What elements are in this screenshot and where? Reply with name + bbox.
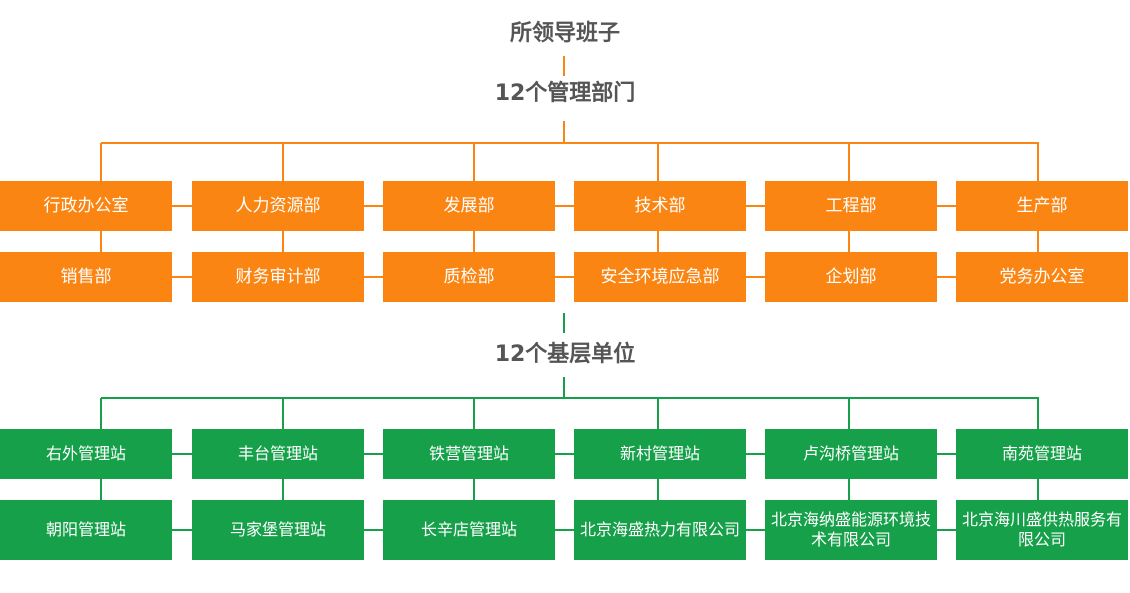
unit-box[interactable]: 卢沟桥管理站 <box>765 429 937 479</box>
unit-link-line <box>1037 479 1039 500</box>
unit-box[interactable]: 新村管理站 <box>574 429 746 479</box>
dept-link-line <box>1037 231 1039 252</box>
dept-box[interactable]: 人力资源部 <box>192 181 364 231</box>
dept-link-line <box>282 231 284 252</box>
unit-side-connector <box>555 529 574 531</box>
dept-link-line <box>848 231 850 252</box>
dept-side-connector <box>172 205 192 207</box>
leadership-title: 所领导班子 <box>509 21 620 46</box>
unit-drop-line <box>1037 398 1039 429</box>
unit-side-connector <box>937 453 956 455</box>
unit-side-connector <box>937 529 956 531</box>
departments-title: 12个管理部门 <box>494 81 636 106</box>
dept-side-connector <box>746 205 765 207</box>
dept-box[interactable]: 安全环境应急部 <box>574 252 746 302</box>
connector-departments-trunk <box>563 121 565 143</box>
unit-box[interactable]: 南苑管理站 <box>956 429 1128 479</box>
dept-box[interactable]: 质检部 <box>383 252 555 302</box>
unit-drop-line <box>848 398 850 429</box>
departments-bus-line <box>101 142 1039 144</box>
dept-side-connector <box>555 205 574 207</box>
dept-drop-line <box>848 143 850 181</box>
dept-side-connector <box>172 276 192 278</box>
connector-units-trunk <box>563 377 565 398</box>
dept-box[interactable]: 党务办公室 <box>956 252 1128 302</box>
unit-link-line <box>100 479 102 500</box>
unit-box[interactable]: 右外管理站 <box>0 429 172 479</box>
unit-drop-line <box>282 398 284 429</box>
unit-side-connector <box>364 453 383 455</box>
unit-side-connector <box>364 529 383 531</box>
unit-side-connector <box>746 529 765 531</box>
dept-side-connector <box>364 276 383 278</box>
dept-link-line <box>473 231 475 252</box>
dept-box[interactable]: 销售部 <box>0 252 172 302</box>
unit-drop-line <box>657 398 659 429</box>
dept-box[interactable]: 企划部 <box>765 252 937 302</box>
unit-box[interactable]: 铁营管理站 <box>383 429 555 479</box>
dept-box[interactable]: 财务审计部 <box>192 252 364 302</box>
dept-drop-line <box>100 143 102 181</box>
unit-side-connector <box>746 453 765 455</box>
connector-departments-to-units <box>563 313 565 333</box>
dept-link-line <box>657 231 659 252</box>
dept-drop-line <box>282 143 284 181</box>
dept-box[interactable]: 生产部 <box>956 181 1128 231</box>
unit-side-connector <box>172 529 192 531</box>
dept-box[interactable]: 行政办公室 <box>0 181 172 231</box>
unit-box[interactable]: 朝阳管理站 <box>0 500 172 560</box>
dept-drop-line <box>657 143 659 181</box>
dept-box[interactable]: 发展部 <box>383 181 555 231</box>
unit-side-connector <box>172 453 192 455</box>
dept-side-connector <box>937 276 956 278</box>
unit-box[interactable]: 北京海川盛供热服务有限公司 <box>956 500 1128 560</box>
unit-link-line <box>657 479 659 500</box>
dept-link-line <box>100 231 102 252</box>
units-bus-line <box>101 397 1039 399</box>
unit-box[interactable]: 北京海盛热力有限公司 <box>574 500 746 560</box>
unit-link-line <box>282 479 284 500</box>
unit-link-line <box>848 479 850 500</box>
dept-drop-line <box>1037 143 1039 181</box>
unit-box[interactable]: 马家堡管理站 <box>192 500 364 560</box>
dept-drop-line <box>473 143 475 181</box>
unit-side-connector <box>555 453 574 455</box>
unit-drop-line <box>473 398 475 429</box>
dept-box[interactable]: 技术部 <box>574 181 746 231</box>
unit-box[interactable]: 长辛店管理站 <box>383 500 555 560</box>
unit-box[interactable]: 丰台管理站 <box>192 429 364 479</box>
unit-box[interactable]: 北京海纳盛能源环境技术有限公司 <box>765 500 937 560</box>
dept-side-connector <box>937 205 956 207</box>
dept-side-connector <box>555 276 574 278</box>
units-title: 12个基层单位 <box>494 342 636 367</box>
dept-side-connector <box>746 276 765 278</box>
dept-side-connector <box>364 205 383 207</box>
connector-leadership-to-departments <box>563 56 565 76</box>
dept-box[interactable]: 工程部 <box>765 181 937 231</box>
unit-link-line <box>473 479 475 500</box>
unit-drop-line <box>100 398 102 429</box>
